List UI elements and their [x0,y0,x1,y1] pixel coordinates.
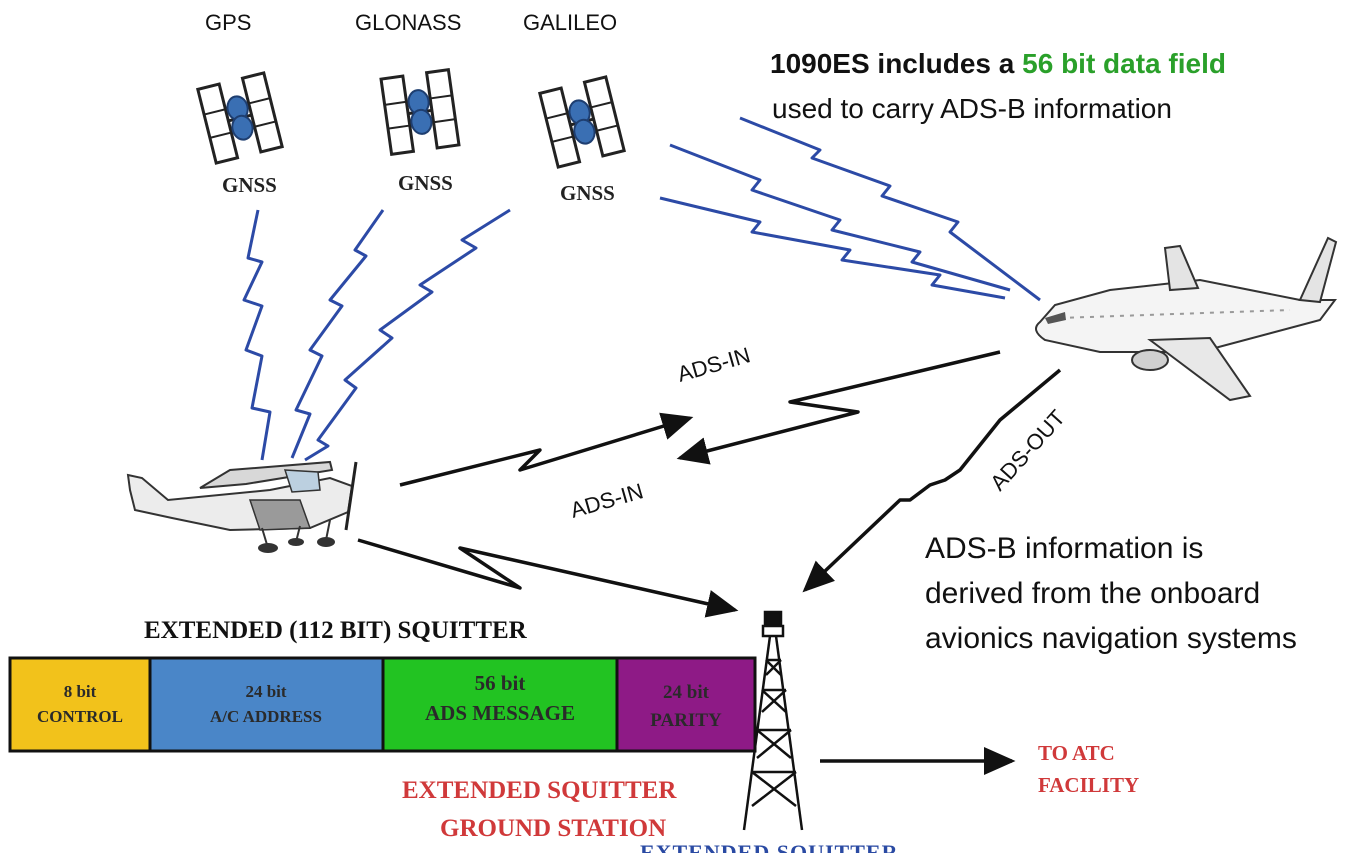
constellation-name-gps: GPS [205,10,251,35]
squitter-field-parity [615,656,757,753]
ads-in-label-upper: ADS-IN [674,342,753,387]
field-address-bits: 24 bit [245,682,286,701]
squitter-title: EXTENDED (112 BIT) SQUITTER [144,617,528,644]
ads-out-label: ADS-OUT [985,405,1070,495]
cutoff-caption: EXTENDED SQUITTER [640,842,930,853]
note-right-line1: ADS-B information is [925,532,1203,565]
note-right-line3: avionics navigation systems [925,622,1297,655]
note-top-line1: 1090ES includes a 56 bit data field [770,48,1226,79]
ads-out-link [802,368,1062,593]
note-top-line2: used to carry ADS-B information [772,93,1172,124]
cessna-plane-icon [126,460,358,553]
cutoff-caption-text: EXTENDED SQUITTER [640,842,930,853]
gnss-label: GNSS [222,173,277,197]
ground-station-label-line2: GROUND STATION [440,815,666,842]
note-top-prefix: 1090ES includes a [770,48,1022,79]
note-top-highlight: 56 bit data field [1022,48,1226,79]
field-parity-bits: 24 bit [663,682,710,703]
field-control-bits: 8 bit [64,682,97,701]
field-message-name: ADS MESSAGE [425,701,575,725]
squitter-frame [8,656,757,753]
gnss-label: GNSS [560,181,615,205]
gnss-signal [304,208,511,462]
ads-in-label-lower: ADS-IN [567,478,646,523]
satellite-icon [379,68,461,156]
satellite-icon [538,75,626,169]
gnss-label: GNSS [398,171,453,195]
note-right-line2: derived from the onboard [925,577,1260,610]
atc-label-line2: FACILITY [1038,773,1139,797]
gnss-signal [669,143,1011,292]
atc-label-line1: TO ATC [1038,741,1115,765]
gnss-signal [659,196,1006,300]
ground-station-tower-icon [742,610,804,831]
squitter-field-control [8,656,152,753]
field-control-name: CONTROL [37,707,123,726]
field-parity-name: PARITY [650,710,722,731]
ads-in-link [399,412,694,487]
field-message-bits: 56 bit [475,671,526,695]
gnss-signal [290,209,385,459]
ads-in-link [676,350,1001,465]
gnss-signal [242,209,272,461]
ads-b-downlink [357,538,739,618]
field-address-name: A/C ADDRESS [210,707,322,726]
squitter-field-message [381,656,619,753]
satellite-icon [196,71,284,165]
constellation-name-galileo: GALILEO [523,10,617,35]
constellation-name-glonass: GLONASS [355,10,461,35]
squitter-field-address [148,656,385,753]
gnss-signal [739,116,1041,302]
ground-station-label-line1: EXTENDED SQUITTER [402,777,677,804]
airliner-icon [1035,236,1338,402]
